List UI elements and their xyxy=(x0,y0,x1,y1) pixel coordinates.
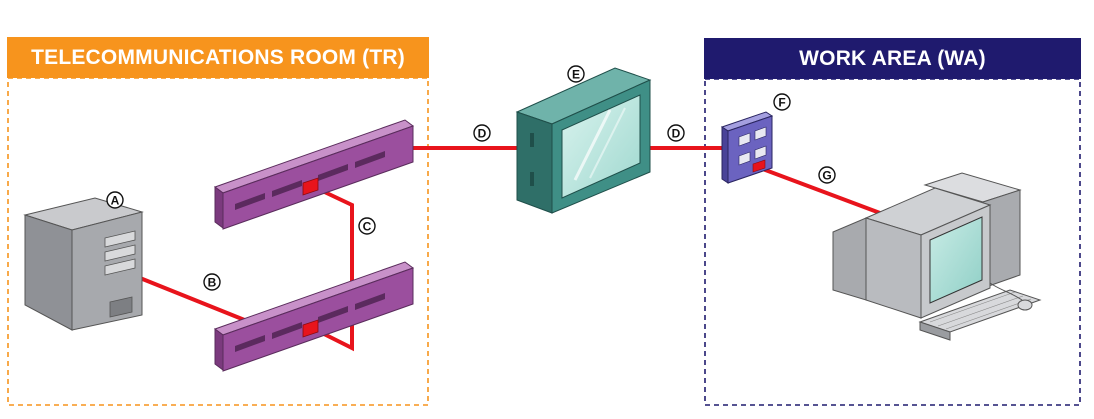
server-icon xyxy=(23,197,144,331)
callout-e: E xyxy=(567,65,585,83)
callout-d-right: D xyxy=(667,124,685,142)
workstation-icon xyxy=(832,172,1042,341)
callout-c: C xyxy=(358,217,376,235)
callout-b-label: B xyxy=(208,276,217,290)
callout-d-left: D xyxy=(473,124,491,142)
enclosure-icon xyxy=(515,67,652,214)
cables xyxy=(138,146,882,352)
callout-a-label: A xyxy=(111,194,120,208)
callout-f: F xyxy=(773,93,791,111)
callout-a: A xyxy=(106,191,124,209)
patch-panel-top xyxy=(213,119,415,230)
work-area-header: WORK AREA (WA) xyxy=(704,38,1081,79)
callout-b: B xyxy=(203,273,221,291)
callout-g-label: G xyxy=(822,169,831,183)
callout-g: G xyxy=(818,166,836,184)
cable-c xyxy=(314,186,354,352)
telecom-room-boundary xyxy=(7,77,429,406)
callout-d-left-label: D xyxy=(478,127,487,141)
callout-e-label: E xyxy=(572,68,580,82)
cable-b xyxy=(138,276,254,325)
wall-outlet-icon xyxy=(720,111,774,184)
callout-f-label: F xyxy=(778,96,785,110)
patch-panel-bottom xyxy=(213,261,415,372)
callout-c-label: C xyxy=(363,220,372,234)
telecom-room-header: TELECOMMUNICATIONS ROOM (TR) xyxy=(7,37,429,78)
callout-d-right-label: D xyxy=(672,127,681,141)
cable-g xyxy=(758,166,882,215)
